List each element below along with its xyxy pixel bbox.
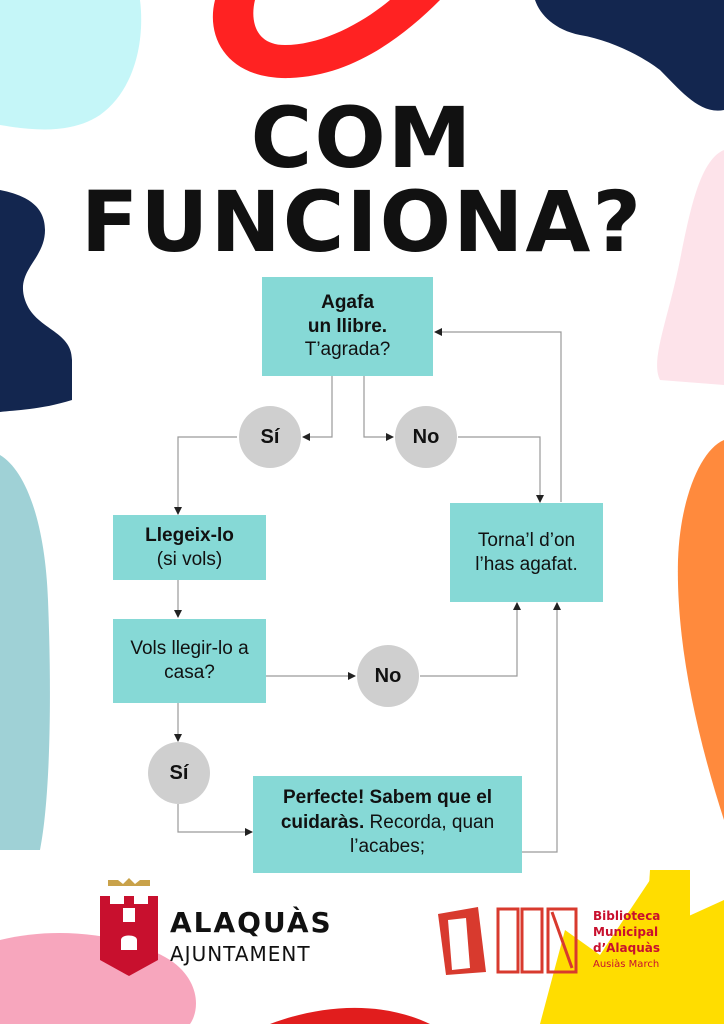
box-agafa-line1: Agafa bbox=[321, 291, 374, 313]
arrow-no-to-torna-2 bbox=[420, 602, 521, 677]
arrow-si-to-llegeix bbox=[174, 436, 237, 515]
arrow-perfecte-to-torna bbox=[522, 602, 561, 853]
biblioteca-line1: Biblioteca bbox=[593, 909, 661, 923]
navy-wave-left bbox=[0, 190, 72, 412]
orange-shape-right bbox=[677, 440, 724, 820]
cyan-blob-top-left bbox=[0, 0, 142, 130]
box-vols-llegir: Vols llegir-lo a casa? bbox=[113, 619, 266, 703]
red-brush-top bbox=[212, 0, 440, 79]
biblioteca-line2: Municipal bbox=[593, 925, 659, 939]
arrow-agafa-to-si bbox=[302, 376, 333, 441]
box-perfecte-rest: Recorda, quan l’acabes; bbox=[350, 811, 495, 858]
box-perfecte: Perfecte! Sabem que el cuidaràs. Recorda… bbox=[253, 776, 522, 873]
box-torna: Torna’l d’on l’has agafat. bbox=[450, 503, 603, 602]
box-llegeix: Llegeix-lo (si vols) bbox=[113, 515, 266, 580]
box-torna-line2: l’has agafat. bbox=[475, 553, 578, 575]
red-brush-bottom bbox=[270, 1007, 430, 1024]
yellow-stroke-bottom-right bbox=[640, 870, 690, 1024]
navy-squiggle-top-right bbox=[535, 0, 724, 111]
page-title: COM FUNCIONA? bbox=[80, 89, 644, 271]
box-agafa-line3: T’agrada? bbox=[304, 339, 391, 361]
box-torna-line1: Torna’l d’on bbox=[477, 529, 576, 551]
box-agafa-llibre: Agafa un llibre. T’agrada? bbox=[262, 277, 433, 376]
circle-si-1: Sí bbox=[239, 406, 301, 468]
biblioteca-logo-icon bbox=[438, 907, 578, 975]
box-llegeix-line2: (si vols) bbox=[156, 548, 223, 570]
box-vols-line1: Vols llegir-lo a bbox=[130, 638, 249, 660]
circle-si-2: Sí bbox=[148, 742, 210, 804]
arrow-torna-to-agafa bbox=[434, 328, 562, 502]
circle-no-2: No bbox=[357, 645, 419, 707]
alaquas-name: ALAQUÀS bbox=[170, 906, 333, 939]
box-vols-line2: casa? bbox=[164, 662, 215, 683]
circle-no-1: No bbox=[395, 406, 457, 468]
arrow-agafa-to-no bbox=[363, 376, 394, 441]
arrow-no-to-torna bbox=[458, 436, 544, 503]
box-agafa-line2: un llibre. bbox=[307, 315, 388, 337]
arrow-si-to-perfecte bbox=[177, 804, 253, 836]
box-llegeix-line1: Llegeix-lo bbox=[145, 524, 234, 546]
teal-blob-left bbox=[0, 455, 50, 850]
alaquas-subtitle: AJUNTAMENT bbox=[170, 942, 311, 966]
alaquas-shield-icon bbox=[100, 878, 158, 976]
pink-shape-right bbox=[657, 150, 724, 385]
biblioteca-line4: Ausiàs March bbox=[593, 959, 660, 970]
box-perfecte-bold: Perfecte! Sabem que el cuidaràs. bbox=[280, 787, 493, 833]
biblioteca-line3: d’Alaquàs bbox=[593, 941, 661, 955]
